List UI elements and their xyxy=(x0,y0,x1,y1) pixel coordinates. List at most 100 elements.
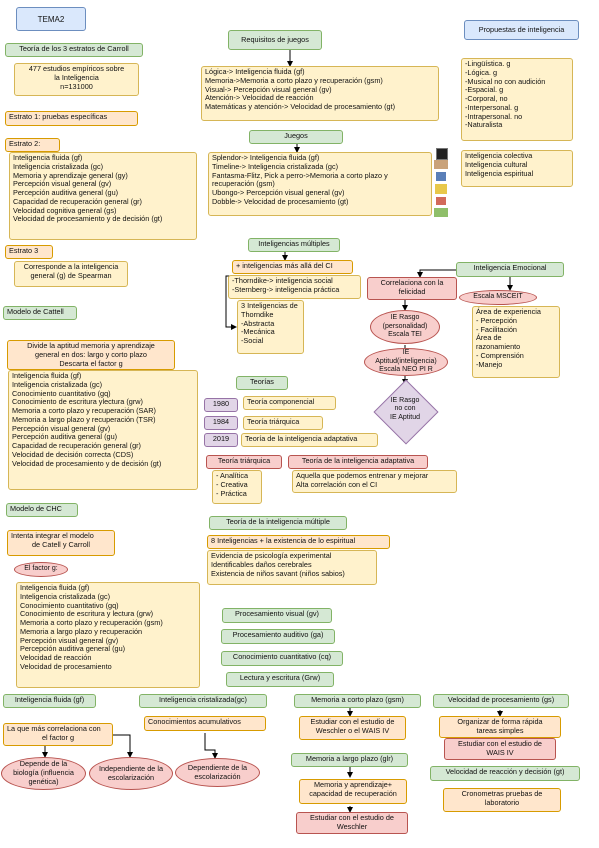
proc-title-text: Velocidad de procesamiento (gs) xyxy=(447,695,555,704)
juegos-item: Fantasma-Flitz, Pick a perro->Memoria a … xyxy=(212,170,388,180)
estrato2: Estrato 2: xyxy=(5,138,60,152)
fluida-biologia-ellipse: Depende de la biología (influencia genét… xyxy=(1,757,86,790)
propuesta-item: -Espacial. g xyxy=(465,85,504,95)
multiple-header: Teoría de la inteligencia múltiple xyxy=(209,516,347,530)
proc-desc-line: Organizar de forma rápida xyxy=(457,717,543,726)
biologia-line: genética) xyxy=(28,776,59,786)
correlaciona-felicidad: Correlaciona con la felicidad xyxy=(367,277,457,300)
chc-item: Percepción visual general (gv) xyxy=(20,635,119,645)
crist-desc-text: Conocimientos acumulativos xyxy=(148,717,241,726)
proc-red-line: WAIS IV xyxy=(486,747,514,757)
teorias-title-text: Teorías xyxy=(250,377,274,386)
cattell-item: Memoria a corto plazo y recuperación (SA… xyxy=(12,406,156,415)
chc-title-text: Modelo de CHC xyxy=(10,504,62,513)
tres-inteligencias: 3 Inteligencias de Thorndike -Abstracta … xyxy=(237,300,304,354)
hab-cuantitativo: Conocimiento cuantitativo (cq) xyxy=(221,651,343,666)
propuesta-item: -Corporal, no xyxy=(465,94,508,103)
requisitos-title: Requisitos de juegos xyxy=(228,30,322,50)
ie-aptitud-ellipse: IE Aptitud(inteligencia) Escala NEO PI R xyxy=(364,348,448,376)
hab-visual: Procesamiento visual (gv) xyxy=(222,608,332,623)
colectiva-item: Inteligencia colectiva xyxy=(465,151,533,160)
game-cards-icon xyxy=(434,148,448,218)
rasgo-line: IE Rasgo xyxy=(390,314,420,322)
chc-desc-line: Intenta integrar el modelo xyxy=(11,531,94,540)
diamond-line: no con xyxy=(394,405,416,413)
reac-title-text: Velocidad de reacción y decisión (gt) xyxy=(445,767,565,776)
area-line: - Facilitación xyxy=(476,324,517,334)
cattell-item: Inteligencia cristalizada (gc) xyxy=(12,379,103,389)
cattell-desc-line: Divide la aptitud memoria y aprendizaje xyxy=(27,341,155,350)
adaptativa-desc: Aquella que podemos entrenar y mejorar A… xyxy=(292,470,457,493)
fluida-desc-line: el factor g xyxy=(41,732,75,742)
chc-item: Memoria a largo plazo y recuperación xyxy=(20,626,143,636)
chc-title: Modelo de CHC xyxy=(6,503,78,517)
chc-item: Inteligencia cristalizada (gc) xyxy=(20,591,111,601)
adaptativa-header: Teoría de la inteligencia adaptativa xyxy=(288,455,428,469)
emocional-title: Inteligencia Emocional xyxy=(456,262,564,277)
chc-item: Conocimiento de escritura y lectura (grw… xyxy=(20,609,154,619)
aptitud-line: IE xyxy=(402,349,410,357)
cattell-item: Percepción auditiva general (gu) xyxy=(12,432,118,442)
carroll-title-text: Teoría de los 3 estratos de Carroll xyxy=(19,44,129,53)
juegos-list: Splendor-> Inteligencia fluida (gf) Time… xyxy=(208,152,432,216)
juegos-item: recuperación (gsm) xyxy=(212,179,275,189)
corto-desc-line: Weschler o el WAIS IV xyxy=(315,725,390,735)
corto-desc: Estudiar con el estudio de Weschler o el… xyxy=(299,716,406,740)
requisitos-list: Lógica-> Inteligencia fluida (gf) Memori… xyxy=(201,66,439,121)
reac-title: Velocidad de reacción y decisión (gt) xyxy=(430,766,580,781)
cattell-desc: Divide la aptitud memoria y aprendizaje … xyxy=(7,340,175,370)
colectiva-item: Inteligencia cultural xyxy=(465,159,528,169)
estrato2-item: Capacidad de recuperación general (gr) xyxy=(13,196,142,206)
propuesta-item: -Lógica. g xyxy=(465,67,498,77)
area-line: Área de experiencia xyxy=(476,307,541,316)
aptitud-line: Escala NEO PI R xyxy=(379,366,433,374)
cattell-item: Percepción visual general (gv) xyxy=(12,423,111,433)
correlaciona-line: felicidad xyxy=(398,286,426,296)
ie-rasgo-ellipse: IE Rasgo (personalidad) Escala TEI xyxy=(370,310,440,344)
requisitos-item: Lógica-> Inteligencia fluida (gf) xyxy=(205,67,305,76)
estrato2-text: Estrato 2: xyxy=(9,139,41,148)
year-text: 1984 xyxy=(212,417,230,426)
year-1984: 1984 xyxy=(204,416,238,430)
diamond-line: IE Rasgo xyxy=(390,397,420,404)
hab-lectura: Lectura y escritura (Grw) xyxy=(226,672,334,687)
area-line: Área de xyxy=(476,333,502,343)
multiples-title-text: Inteligencias múltiples xyxy=(258,239,330,248)
propuesta-item: -Lingüística. g xyxy=(465,59,511,68)
evidencia-item: Evidencia de psicología experimental xyxy=(211,551,332,560)
chc-item: Inteligencia fluida (gf) xyxy=(20,583,90,592)
reac-desc-line: Cronometras pruebas de xyxy=(461,789,543,798)
chc-item: Percepción auditiva general (gu) xyxy=(20,644,126,654)
largo-title: Memoria a largo plazo (glr) xyxy=(291,753,408,767)
chc-item: Conocimiento cuantitativo (gq) xyxy=(20,600,119,610)
requisitos-title-text: Requisitos de juegos xyxy=(241,35,309,44)
estrato2-item: Velocidad cognitiva general (gs) xyxy=(13,205,117,215)
proc-red: Estudiar con el estudio de WAIS IV xyxy=(444,738,556,760)
propuestas-colectiva: Inteligencia colectiva Inteligencia cult… xyxy=(461,150,573,187)
triarquica-item: - Analítica xyxy=(216,471,249,480)
estrato2-item: Memoria y aprendizaje general (gy) xyxy=(13,170,128,180)
area-line: -Manejo xyxy=(476,359,503,369)
chc-item: Memoria a corto plazo y recuperación (gs… xyxy=(20,618,163,627)
year-text: 1980 xyxy=(212,399,230,408)
proc-red-line: Estudiar con el estudio de xyxy=(458,739,542,748)
msceit-ellipse: Escala MSCEIT xyxy=(459,290,537,305)
estrato2-item: Velocidad de procesamiento y de decisión… xyxy=(13,214,163,224)
chc-list: Inteligencia fluida (gf) Inteligencia cr… xyxy=(16,582,200,688)
corto-title: Memoria a corto plazo (gsm) xyxy=(294,694,421,708)
fluida-desc-line: La que más correlaciona con xyxy=(7,724,101,733)
cattell-item: Velocidad de decisión correcta (CDS) xyxy=(12,449,134,459)
juegos-item: Timeline-> Inteligencia cristalizada (gc… xyxy=(212,161,339,171)
emocional-title-text: Inteligencia Emocional xyxy=(473,263,547,272)
multiples-title: Inteligencias múltiples xyxy=(248,238,340,252)
rasgo-line: (personalidad) xyxy=(382,322,428,330)
teoria-text: Teoría de la inteligencia adaptativa xyxy=(245,434,358,443)
evidencia-item: Identificables daños cerebrales xyxy=(211,559,312,569)
largo-red-line: Weschler xyxy=(336,821,368,831)
tres-line: -Mecánica xyxy=(241,327,275,337)
estrato3: Estrato 3 xyxy=(5,245,53,259)
carroll-study-line: n=131000 xyxy=(60,81,93,91)
proc-title: Velocidad de procesamiento (gs) xyxy=(433,694,569,708)
largo-red: Estudiar con el estudio de Weschler xyxy=(296,812,408,834)
estrato2-item: Percepción visual general (gv) xyxy=(13,179,112,189)
